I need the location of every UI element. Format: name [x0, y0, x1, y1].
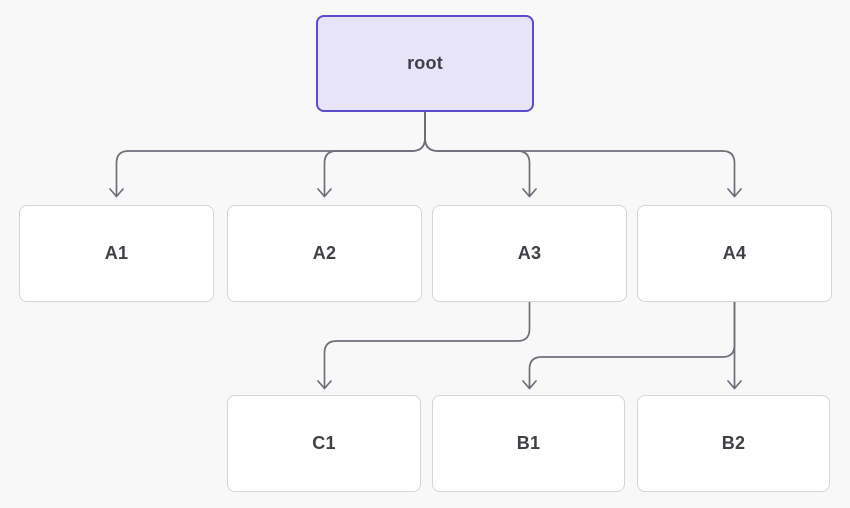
- tree-node-b2-label: B2: [721, 433, 746, 453]
- tree-node-c1-label: C1: [312, 433, 336, 453]
- edge-root-a4: [424, 111, 742, 198]
- edge-root-a2: [317, 111, 426, 198]
- tree-node-b1-label: B1: [516, 433, 541, 453]
- tree-node-b1[interactable]: B1: [432, 395, 625, 492]
- tree-node-a2[interactable]: A2: [227, 205, 422, 302]
- tree-node-root[interactable]: root: [316, 15, 534, 112]
- edge-a4-b1: [522, 301, 736, 390]
- tree-node-b2[interactable]: B2: [637, 395, 830, 492]
- edge-root-a1: [109, 111, 426, 198]
- edge-a4-b2: [727, 301, 742, 390]
- tree-node-a4[interactable]: A4: [637, 205, 832, 302]
- tree-node-a3-label: A3: [517, 243, 542, 263]
- tree-node-c1[interactable]: C1: [227, 395, 421, 492]
- tree-node-a1[interactable]: A1: [19, 205, 214, 302]
- tree-node-a2-label: A2: [312, 243, 337, 263]
- tree-node-a3[interactable]: A3: [432, 205, 627, 302]
- tree-node-a4-label: A4: [722, 243, 747, 263]
- edge-a3-c1: [317, 301, 531, 390]
- tree-node-root-label: root: [407, 53, 443, 73]
- tree-node-a1-label: A1: [104, 243, 129, 263]
- edge-root-a3: [424, 111, 537, 198]
